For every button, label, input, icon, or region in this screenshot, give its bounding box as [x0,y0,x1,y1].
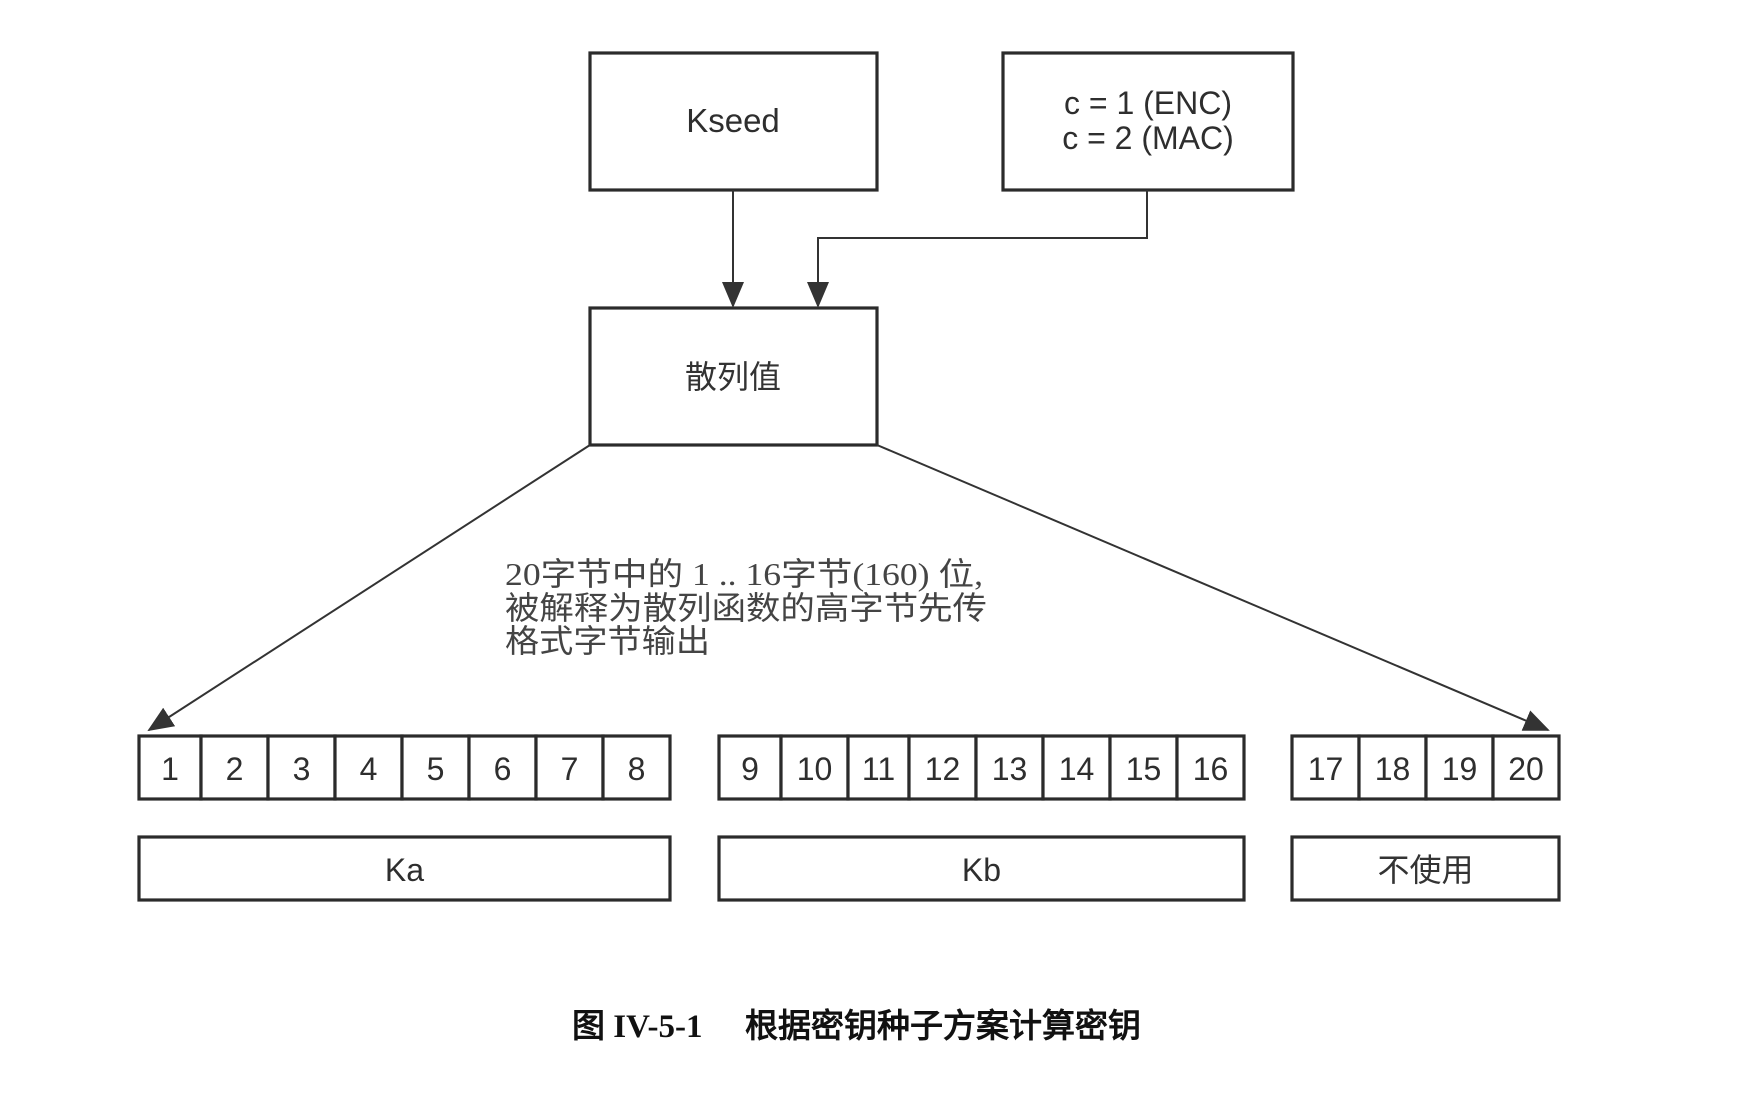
byte-cell [974,734,1045,801]
byte-cell [199,734,270,801]
byte-number: 18 [1375,751,1411,787]
key-segment-bar [717,835,1246,902]
hash-node: 散列值 [588,306,879,447]
counter-to-hash-arrow [807,190,1148,308]
hash-label: 散列值 [685,358,781,396]
byte-cell [1290,734,1361,801]
byte-number: 11 [862,751,895,787]
byte-number: 20 [1508,751,1544,787]
byte-group: 17 18 19 20 不使用 [1290,734,1561,902]
key-segment-bar [1290,835,1561,902]
byte-cell [137,734,203,801]
byte-annotation: 20字节中的 1 .. 16字节(160) 位, 被解释为散列函数的高字节先传 … [505,556,987,659]
byte-number: 14 [1059,751,1095,787]
kseed-node: Kseed [588,51,879,192]
byte-cell [846,734,911,801]
byte-cell [266,734,337,801]
annotation-line-1: 20字节中的 1 .. 16字节(160) 位, [505,556,983,592]
counter-label-enc: c = 1 (ENC) [1064,85,1232,121]
byte-cell [1041,734,1112,801]
byte-cell [779,734,850,801]
byte-cell [601,734,672,801]
byte-number: 2 [226,751,244,787]
annotation-line-2: 被解释为散列函数的高字节先传 [505,590,987,626]
byte-cell [1357,734,1428,801]
byte-cell [1491,734,1561,801]
byte-number: 19 [1442,751,1478,787]
hash-to-last-byte-arrow [876,444,1550,731]
byte-number: 3 [293,751,311,787]
key-segment-label: Kb [962,852,1001,888]
annotation-line-3: 格式字节输出 [505,623,710,659]
byte-cell [534,734,605,801]
key-segment-label: 不使用 [1377,851,1473,889]
byte-number: 6 [494,751,512,787]
byte-cell [1108,734,1179,801]
figure-caption: 图 IV-5-1 根据密钥种子方案计算密钥 [572,1007,1141,1045]
byte-number: 4 [360,751,378,787]
key-segment-bar [137,835,672,902]
byte-number: 5 [427,751,445,787]
byte-number: 16 [1193,751,1229,787]
caption-number: 图 IV-5-1 [572,1009,702,1045]
byte-number: 1 [161,751,179,787]
byte-number: 7 [561,751,579,787]
byte-cell [400,734,471,801]
byte-number: 10 [797,751,833,787]
byte-number: 17 [1308,751,1344,787]
caption-title: 根据密钥种子方案计算密钥 [745,1007,1141,1045]
byte-number: 8 [628,751,646,787]
kseed-label: Kseed [686,102,780,139]
key-segment-label: Ka [385,852,424,888]
byte-number: 13 [992,751,1028,787]
byte-cell [907,734,978,801]
counter-label-mac: c = 2 (MAC) [1062,120,1234,156]
byte-number: 9 [741,751,759,787]
counter-node: c = 1 (ENC) c = 2 (MAC) [1001,51,1295,192]
byte-number: 12 [925,751,961,787]
byte-cell [1175,734,1246,801]
byte-cell [717,734,783,801]
byte-group: 1 2 3 4 5 6 7 8Ka [137,734,672,902]
hash-to-first-byte-arrow [147,444,591,732]
byte-number: 15 [1126,751,1162,787]
